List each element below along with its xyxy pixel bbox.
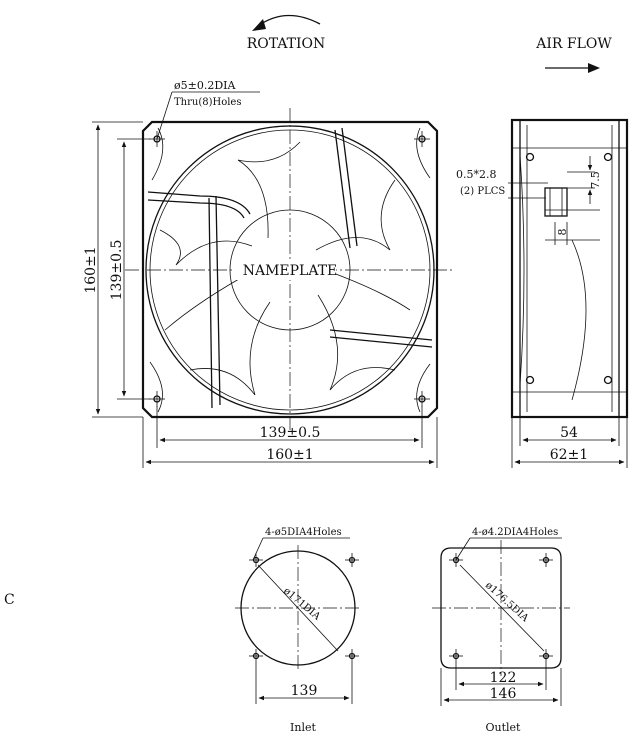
side-view: 7.5 8 0.5*2.8 (2) PLCS 54 62±1: [456, 118, 629, 468]
outlet-view: 4-ø4.2DIA4Holes ø176.5DIA 122 146 Outlet: [432, 527, 570, 734]
dim-outlet-outer: 146: [490, 686, 517, 702]
inlet-view: 4-ø5DIA4Holes ø171DIA 139 Inlet: [235, 527, 362, 734]
outlet-holes-label: 4-ø4.2DIA4Holes: [472, 527, 558, 538]
tab-spec-note: (2) PLCS: [460, 186, 505, 197]
inlet-circle-label: ø171DIA: [281, 586, 323, 623]
rotation-indicator: ROTATION: [247, 14, 326, 52]
dim-depth-overall: 62±1: [550, 447, 588, 463]
airflow-arrow-icon: [588, 63, 600, 73]
dim-depth-inner: 54: [560, 425, 578, 441]
dim-width-holes: 139±0.5: [260, 425, 321, 441]
dim-outlet-inner: 122: [490, 670, 517, 686]
nameplate-label: NAMEPLATE: [243, 263, 338, 279]
dim-tab-height: 7.5: [589, 171, 602, 189]
outlet-label: Outlet: [486, 721, 522, 734]
mounting-holes: [149, 131, 430, 407]
airflow-indicator: AIR FLOW: [535, 36, 612, 73]
side-mark-label: C: [4, 592, 15, 608]
dim-inlet-spacing: 139: [291, 683, 318, 699]
hole-spec-label: ø5±0.2DIA: [174, 79, 236, 92]
rotation-label: ROTATION: [247, 36, 326, 52]
rotation-arrow-icon: [252, 19, 266, 31]
inlet-holes-label: 4-ø5DIA4Holes: [265, 527, 342, 538]
inlet-label: Inlet: [290, 721, 316, 734]
dim-tab-width: 8: [556, 229, 569, 236]
outlet-circle-label: ø176.5DIA: [483, 580, 531, 625]
front-view: NAMEPLATE ø5±0.2DIA Thru(8)Holes 160±1 1…: [83, 79, 455, 468]
dim-width-overall: 160±1: [266, 447, 313, 463]
tab-spec-label: 0.5*2.8: [456, 168, 497, 181]
dim-height-holes: 139±0.5: [109, 240, 125, 301]
dim-height-overall: 160±1: [83, 246, 99, 293]
hole-spec-note: Thru(8)Holes: [174, 97, 242, 108]
airflow-label: AIR FLOW: [535, 36, 612, 52]
